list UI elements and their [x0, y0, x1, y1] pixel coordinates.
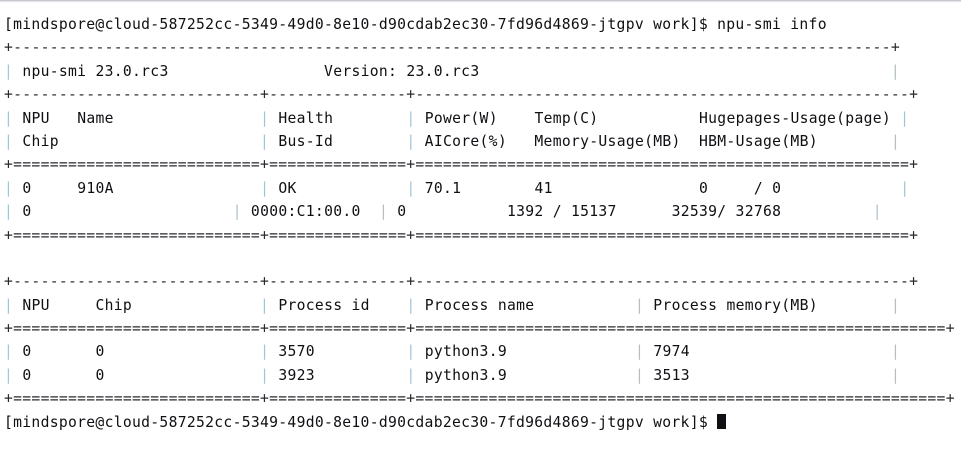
process-cell-chip: 0 [95, 343, 105, 361]
device-table-header-row-2: | Chip | Bus-Id | AICore(%) Memory-Usage… [4, 132, 901, 150]
process-header-process-memory: Process memory(MB) [653, 296, 818, 314]
header-hbm-usage: HBM-Usage(MB) [699, 132, 818, 150]
process-cell-npu: 0 [22, 366, 32, 384]
header-aicore: AICore(%) [424, 132, 507, 150]
process-table-bottom-border: +===========================+===========… [4, 390, 955, 408]
cell-temp: 41 [534, 179, 553, 197]
window-top-divider [0, 0, 961, 3]
cell-bus-id: 0000:C1:00.0 [250, 203, 361, 221]
process-cell-process-id: 3570 [278, 343, 315, 361]
npu-smi-version-label: Version: 23.0.rc3 [324, 62, 480, 80]
header-health: Health [278, 109, 334, 127]
process-header-chip: Chip [95, 296, 133, 314]
process-table-header-separator: +===========================+===========… [4, 320, 955, 338]
header-npu: NPU [22, 109, 50, 127]
npu-smi-tool-version: npu-smi 23.0.rc3 [22, 62, 169, 80]
process-cell-npu: 0 [22, 343, 32, 361]
device-table-row: | 0 910A | OK | 70.1 41 0 / 0 | [4, 179, 910, 197]
cell-name: 910A [77, 179, 114, 197]
cell-memory-usage: 1392 / 15137 [506, 203, 617, 221]
header-name: Name [77, 109, 114, 127]
header-temp: Temp(C) [534, 109, 599, 127]
process-cell-process-memory: 3513 [653, 366, 690, 384]
process-table-row: | 0 0 | 3570 | python3.9 | 7974 | [4, 343, 901, 361]
device-table-header-row-1: | NPU Name | Health | Power(W) Temp(C) H… [4, 109, 910, 127]
header-chip: Chip [22, 132, 59, 150]
device-table-header-separator: +===========================+===========… [4, 156, 919, 174]
header-hugepages-usage: Hugepages-Usage(page) [699, 109, 892, 127]
process-cell-process-name: python3.9 [424, 343, 507, 361]
command-line-text: [mindspore@cloud-587252cc-5349-49d0-8e10… [4, 16, 827, 33]
cell-chip: 0 [22, 203, 32, 221]
table-gap [4, 247, 961, 270]
process-cell-chip: 0 [95, 366, 105, 384]
cell-hbm-usage: 32539/ 32768 [671, 203, 782, 221]
command-prompt-line: [mindspore@cloud-587252cc-5349-49d0-8e10… [4, 13, 961, 36]
cell-health: OK [278, 179, 297, 197]
process-header-npu: NPU [22, 296, 50, 314]
cell-hugepages-usage: 0 / 0 [699, 179, 782, 197]
process-table-header-row: | NPU Chip | Process id | Process name |… [4, 296, 901, 314]
cell-aicore: 0 [397, 203, 407, 221]
device-table-row-second-line: | 0 | 0000:C1:00.0 | 0 1392 / 15137 3253… [4, 203, 882, 221]
final-prompt-line[interactable]: [mindspore@cloud-587252cc-5349-49d0-8e10… [4, 411, 961, 434]
process-cell-process-id: 3923 [278, 366, 315, 384]
process-table-top-border: +---------------------------+-----------… [4, 273, 919, 291]
device-table-header-top-border: +---------------------------+-----------… [4, 86, 919, 104]
header-power: Power(W) [424, 109, 498, 127]
text-cursor [717, 413, 727, 429]
header-memory-usage: Memory-Usage(MB) [534, 132, 681, 150]
process-cell-process-memory: 7974 [653, 343, 690, 361]
header-bus-id: Bus-Id [278, 132, 334, 150]
version-banner-line: | npu-smi 23.0.rc3 Version: 23.0.rc3 | [4, 62, 901, 80]
device-table-top-border: +---------------------------------------… [4, 39, 901, 57]
terminal-output-area[interactable]: [mindspore@cloud-587252cc-5349-49d0-8e10… [0, 3, 961, 463]
cell-power: 70.1 [424, 179, 462, 197]
cell-npu: 0 [22, 179, 32, 197]
process-header-process-id: Process id [278, 296, 370, 314]
process-header-process-name: Process name [424, 296, 535, 314]
device-table-bottom-border: +===========================+===========… [4, 226, 919, 244]
process-table-row: | 0 0 | 3923 | python3.9 | 3513 | [4, 366, 901, 384]
process-cell-process-name: python3.9 [424, 366, 507, 384]
final-prompt-text: [mindspore@cloud-587252cc-5349-49d0-8e10… [4, 413, 708, 431]
